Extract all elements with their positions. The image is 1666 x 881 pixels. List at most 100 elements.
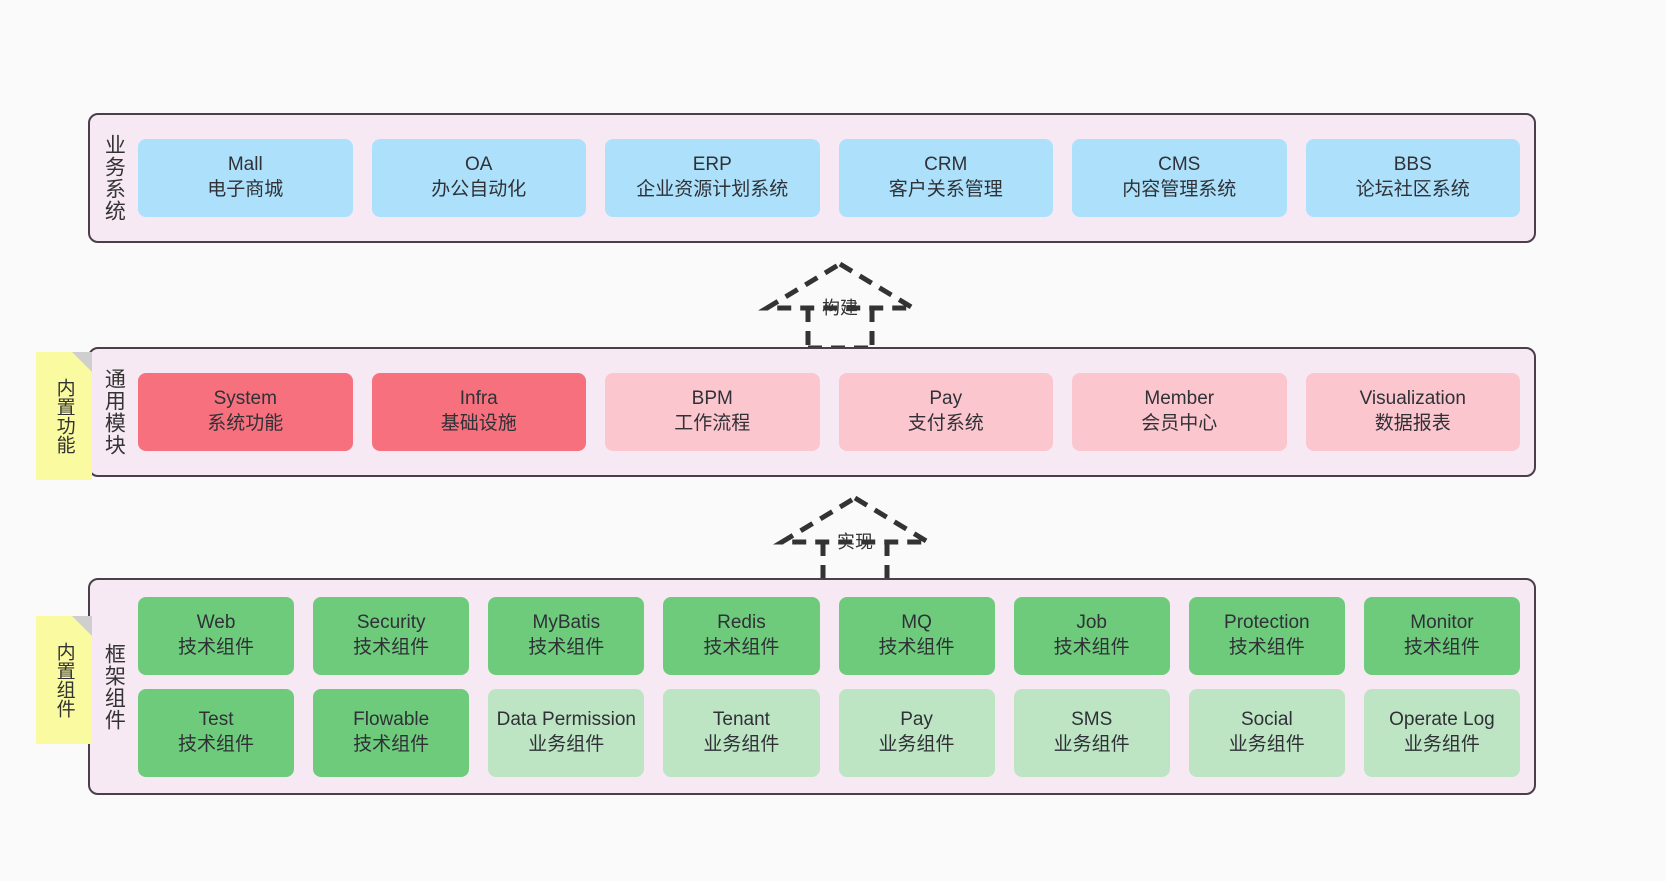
framework-business-row: Test 技术组件 Flowable 技术组件 Data Permission …	[138, 688, 1520, 777]
card-subtitle: 业务组件	[1228, 733, 1305, 755]
card-subtitle: 基础设施	[440, 413, 517, 434]
card-subtitle: 业务组件	[703, 733, 780, 755]
card-subtitle: 技术组件	[1053, 636, 1130, 658]
card-subtitle: 技术组件	[178, 733, 255, 755]
framework-card-pay[interactable]: Pay 业务组件	[838, 688, 995, 777]
framework-card-protection[interactable]: Protection 技术组件	[1188, 596, 1345, 675]
framework-card-flowable[interactable]: Flowable 技术组件	[313, 688, 470, 777]
business-card-row: Mall 电子商城 OA 办公自动化 ERP 企业资源计划系统 CRM 客户关系…	[138, 139, 1520, 217]
card-subtitle: 业务组件	[878, 733, 955, 755]
card-title: MQ	[901, 611, 932, 633]
module-card-bpm[interactable]: BPM 工作流程	[605, 373, 820, 451]
framework-card-data-permission[interactable]: Data Permission 业务组件	[488, 688, 645, 777]
framework-card-test[interactable]: Test 技术组件	[138, 688, 295, 777]
framework-card-redis[interactable]: Redis 技术组件	[663, 596, 820, 675]
business-card-oa[interactable]: OA 办公自动化	[371, 139, 586, 217]
card-subtitle: 会员中心	[1141, 413, 1218, 434]
framework-card-monitor[interactable]: Monitor 技术组件	[1363, 596, 1520, 675]
business-card-mall[interactable]: Mall 电子商城	[138, 139, 353, 217]
card-title: Pay	[929, 388, 963, 410]
note-fold-icon	[72, 616, 92, 636]
card-title: Security	[356, 611, 426, 633]
card-title: Member	[1144, 388, 1215, 410]
business-card-erp[interactable]: ERP 企业资源计划系统	[605, 139, 820, 217]
card-title: Monitor	[1410, 611, 1474, 633]
framework-card-mybatis[interactable]: MyBatis 技术组件	[488, 596, 645, 675]
module-card-row: System 系统功能 Infra 基础设施 BPM 工作流程 Pay 支付系统…	[138, 373, 1520, 451]
card-subtitle: 支付系统	[907, 413, 984, 434]
card-title: Operate Log	[1389, 708, 1495, 730]
module-card-pay[interactable]: Pay 支付系统	[838, 373, 1053, 451]
connector-build: 构建	[755, 258, 925, 350]
module-card-infra[interactable]: Infra 基础设施	[371, 373, 586, 451]
note-builtin-component: 内置组件	[36, 616, 92, 744]
layer-business-system: 业务系统 Mall 电子商城 OA 办公自动化 ERP 企业资源计划系统 CRM…	[88, 113, 1536, 243]
card-title: System	[213, 388, 277, 410]
card-title: Data Permission	[496, 708, 636, 730]
card-title: Test	[198, 708, 234, 730]
layer-body-business-system: Mall 电子商城 OA 办公自动化 ERP 企业资源计划系统 CRM 客户关系…	[136, 115, 1534, 241]
connector-implement-label: 实现	[837, 532, 873, 552]
card-subtitle: 技术组件	[178, 636, 255, 658]
business-card-bbs[interactable]: BBS 论坛社区系统	[1305, 139, 1520, 217]
card-subtitle: 技术组件	[353, 636, 430, 658]
connector-implement: 实现	[770, 492, 940, 584]
layer-body-general-modules: System 系统功能 Infra 基础设施 BPM 工作流程 Pay 支付系统…	[136, 349, 1534, 475]
framework-card-sms[interactable]: SMS 业务组件	[1013, 688, 1170, 777]
framework-card-tenant[interactable]: Tenant 业务组件	[663, 688, 820, 777]
card-subtitle: 电子商城	[207, 179, 284, 200]
card-title: CMS	[1158, 154, 1201, 176]
card-title: Web	[196, 611, 236, 633]
business-card-crm[interactable]: CRM 客户关系管理	[838, 139, 1053, 217]
framework-card-job[interactable]: Job 技术组件	[1013, 596, 1170, 675]
framework-card-social[interactable]: Social 业务组件	[1188, 688, 1345, 777]
card-subtitle: 业务组件	[528, 733, 605, 755]
note-label: 内置功能	[53, 378, 75, 454]
layer-caption-business-system: 业务系统	[102, 134, 126, 222]
note-builtin-function: 内置功能	[36, 352, 92, 480]
module-card-system[interactable]: System 系统功能	[138, 373, 353, 451]
card-subtitle: 企业资源计划系统	[636, 179, 789, 200]
card-title: Job	[1076, 611, 1107, 633]
card-title: Protection	[1224, 611, 1310, 633]
card-title: Flowable	[353, 708, 430, 730]
card-subtitle: 客户关系管理	[888, 179, 1003, 200]
card-subtitle: 技术组件	[878, 636, 955, 658]
layer-caption-general-modules: 通用模块	[102, 368, 126, 456]
framework-card-web[interactable]: Web 技术组件	[138, 596, 295, 675]
card-title: Redis	[717, 611, 766, 633]
framework-tech-row: Web 技术组件 Security 技术组件 MyBatis 技术组件 Redi…	[138, 596, 1520, 675]
card-subtitle: 数据报表	[1374, 413, 1451, 434]
card-subtitle: 业务组件	[1053, 733, 1130, 755]
card-title: Mall	[227, 154, 263, 176]
card-subtitle: 系统功能	[207, 413, 284, 434]
layer-body-framework-components: Web 技术组件 Security 技术组件 MyBatis 技术组件 Redi…	[136, 580, 1534, 793]
layer-framework-components: 框架组件 Web 技术组件 Security 技术组件 MyBatis 技术组件…	[88, 578, 1536, 795]
card-title: BBS	[1393, 154, 1432, 176]
card-title: Social	[1240, 708, 1293, 730]
card-subtitle: 技术组件	[353, 733, 430, 755]
card-subtitle: 技术组件	[1228, 636, 1305, 658]
note-fold-icon	[72, 352, 92, 372]
card-title: MyBatis	[532, 611, 601, 633]
layer-general-modules: 通用模块 System 系统功能 Infra 基础设施 BPM 工作流程 Pay…	[88, 347, 1536, 477]
card-subtitle: 论坛社区系统	[1355, 179, 1470, 200]
card-title: Pay	[900, 708, 933, 730]
framework-card-operate-log[interactable]: Operate Log 业务组件	[1363, 688, 1520, 777]
connector-build-label: 构建	[822, 298, 858, 318]
card-subtitle: 技术组件	[528, 636, 605, 658]
card-subtitle: 内容管理系统	[1122, 179, 1237, 200]
card-subtitle: 技术组件	[1403, 636, 1480, 658]
note-label: 内置组件	[53, 642, 75, 718]
card-title: Tenant	[712, 708, 770, 730]
module-card-visualization[interactable]: Visualization 数据报表	[1305, 373, 1520, 451]
framework-card-mq[interactable]: MQ 技术组件	[838, 596, 995, 675]
card-title: BPM	[691, 388, 733, 410]
module-card-member[interactable]: Member 会员中心	[1072, 373, 1287, 451]
card-title: ERP	[692, 154, 732, 176]
card-title: Infra	[459, 388, 498, 410]
card-subtitle: 业务组件	[1403, 733, 1480, 755]
business-card-cms[interactable]: CMS 内容管理系统	[1072, 139, 1287, 217]
framework-card-security[interactable]: Security 技术组件	[313, 596, 470, 675]
